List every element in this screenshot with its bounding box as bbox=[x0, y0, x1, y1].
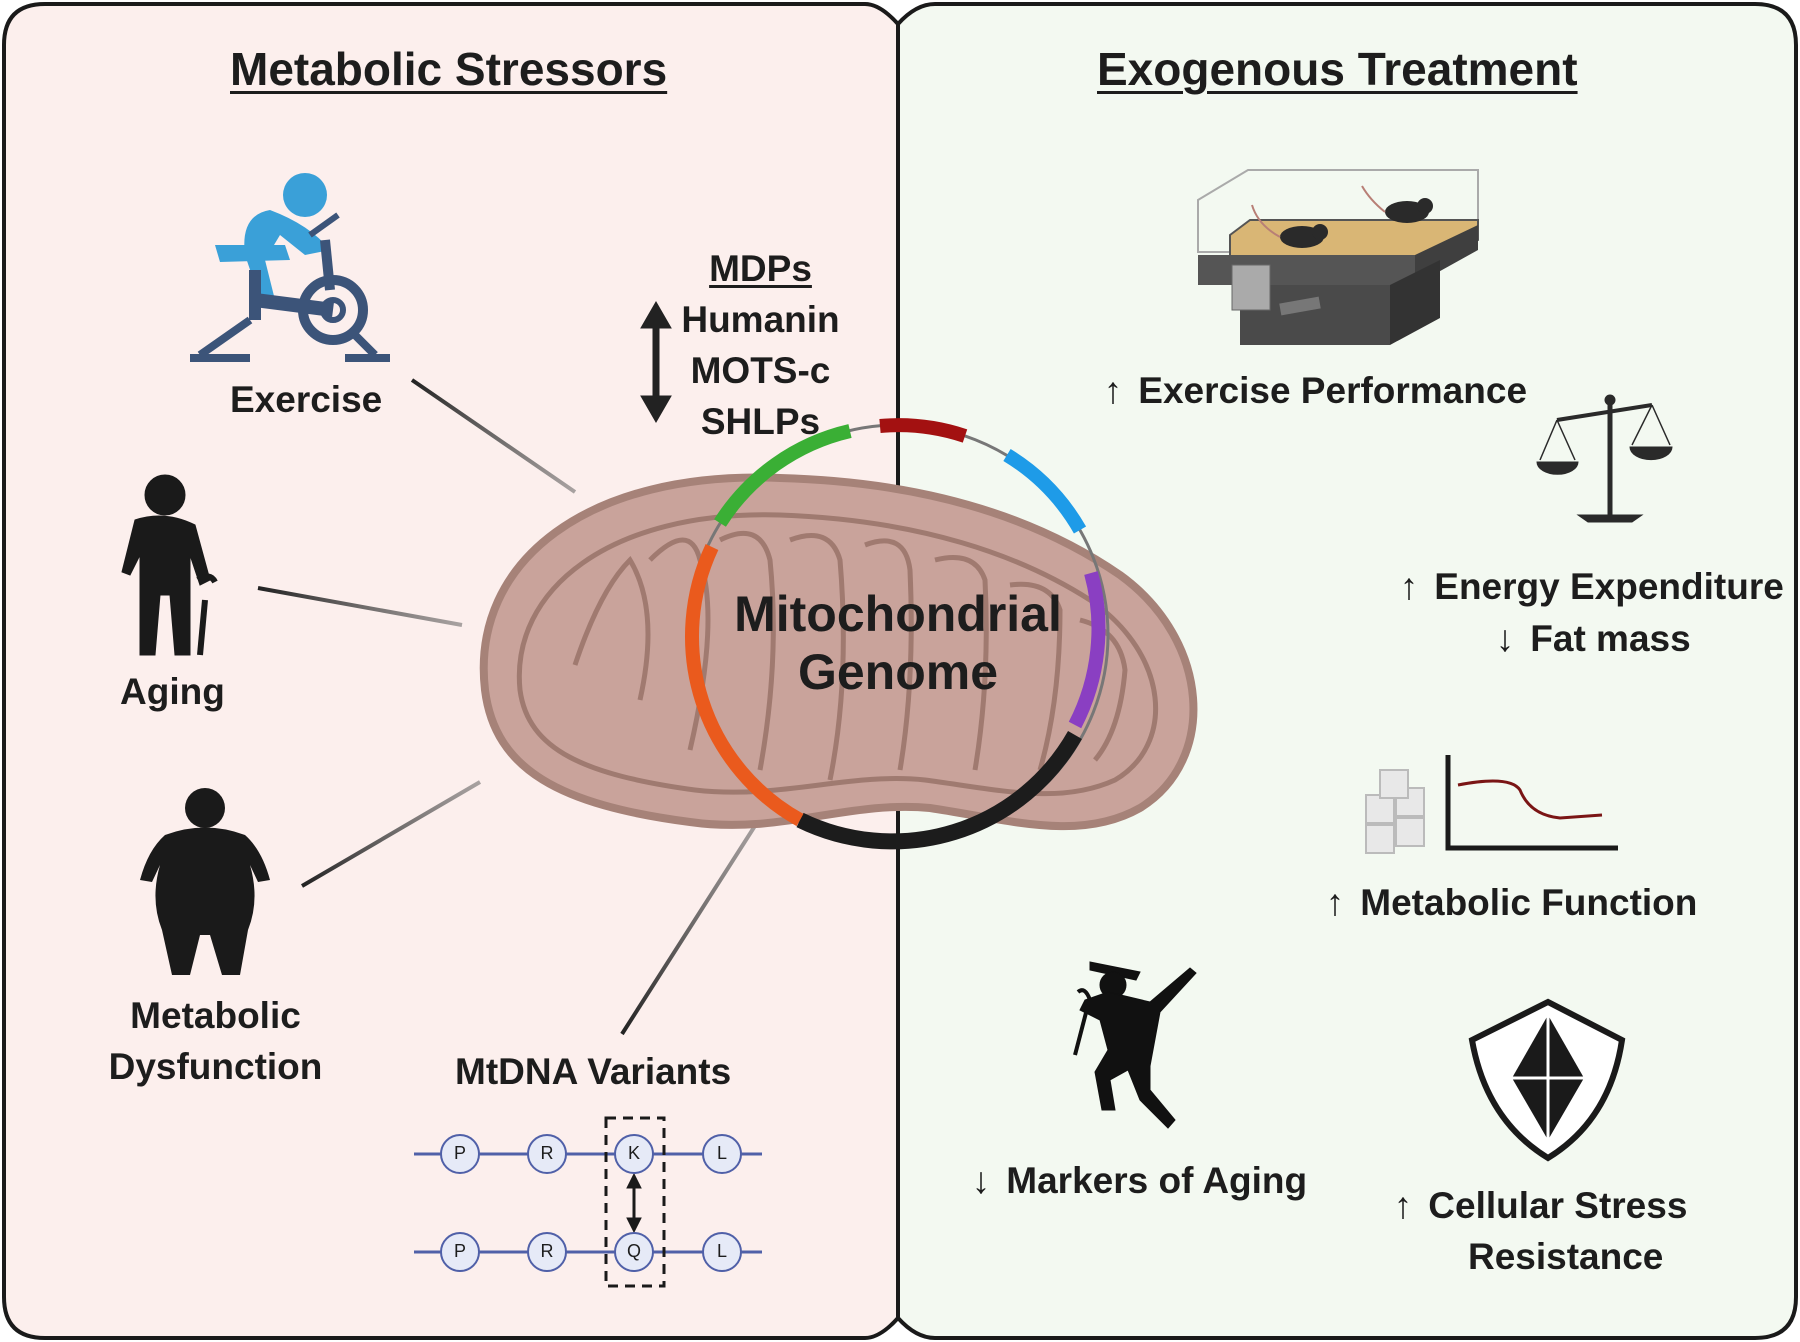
connector-metabolic bbox=[300, 780, 482, 888]
residue-letter: K bbox=[627, 1143, 640, 1163]
mtdna-variants-label: MtDNA Variants bbox=[455, 1051, 732, 1092]
sugar-cubes-icon bbox=[1365, 769, 1425, 854]
mdps-item-shlps: SHLPs bbox=[700, 401, 821, 442]
connector-exercise bbox=[410, 378, 577, 494]
mdps-item-mots-c: MOTS-c bbox=[690, 350, 831, 391]
fat-mass-label: ↓ Fat mass bbox=[1490, 620, 1691, 657]
gene-segment-red bbox=[879, 418, 968, 443]
residue-letter: L bbox=[716, 1241, 727, 1261]
genome-label-line2: Genome bbox=[797, 644, 999, 700]
mitochondrial-genome-ring bbox=[685, 418, 1110, 850]
residue-letter: P bbox=[453, 1241, 466, 1261]
mdps-heading: MDPs bbox=[709, 248, 812, 289]
residue-letter: L bbox=[716, 1143, 727, 1163]
aging-label: Aging bbox=[120, 671, 225, 712]
residue-letter: P bbox=[453, 1143, 466, 1163]
peptide-chains bbox=[414, 1116, 762, 1288]
exercise-label: Exercise bbox=[230, 379, 383, 420]
residue-letter: Q bbox=[626, 1241, 641, 1261]
mitochondrial-genome-label: Mitochondrial Genome bbox=[700, 585, 1096, 701]
energy-expenditure-label: ↑ Energy Expenditure bbox=[1394, 568, 1784, 605]
variant-highlight-box bbox=[604, 1116, 666, 1288]
metabolic-dysfunction-line1: Metabolic bbox=[130, 995, 301, 1036]
cellular-stress-label: ↑ Cellular Stress Resistance bbox=[1388, 1180, 1688, 1282]
up-arrow-icon: ↑ bbox=[1103, 370, 1123, 411]
metabolic-function-label: ↑ Metabolic Function bbox=[1320, 882, 1698, 923]
residue-circles-row1 bbox=[440, 1134, 742, 1174]
connector-aging bbox=[257, 586, 463, 627]
mdps-list: MDPs Humanin MOTS-c SHLPs bbox=[678, 243, 843, 447]
residue-circles-row2 bbox=[440, 1232, 742, 1272]
up-arrow-icon: ↑ bbox=[1399, 566, 1419, 607]
balance-scale-icon bbox=[1536, 394, 1673, 523]
mdps-item-humanin: Humanin bbox=[681, 299, 840, 340]
metabolic-dysfunction-label: Metabolic Dysfunction bbox=[108, 990, 323, 1092]
gene-segment-black bbox=[796, 731, 1082, 850]
variant-swap-arrow bbox=[626, 1172, 642, 1234]
gene-segment-green bbox=[714, 424, 852, 527]
right-panel-title: Exogenous Treatment bbox=[1097, 43, 1578, 95]
residue-letter: R bbox=[540, 1143, 554, 1163]
exercise-performance-text: Exercise Performance bbox=[1138, 370, 1528, 411]
glucose-curve-icon bbox=[1445, 755, 1618, 851]
metabolic-dysfunction-line2: Dysfunction bbox=[108, 1046, 323, 1087]
fat-mass-text: Fat mass bbox=[1530, 618, 1691, 659]
genome-label-line1: Mitochondrial bbox=[734, 586, 1062, 642]
dancing-figure-icon bbox=[1073, 961, 1197, 1129]
elderly-person-icon bbox=[121, 474, 218, 656]
shield-icon bbox=[1468, 998, 1626, 1162]
markers-of-aging-text: Markers of Aging bbox=[1006, 1160, 1308, 1201]
cellular-stress-line2: Resistance bbox=[1468, 1236, 1664, 1277]
up-arrow-icon: ↑ bbox=[1325, 882, 1345, 923]
exercise-performance-label: ↑ Exercise Performance bbox=[1098, 372, 1527, 409]
obese-person-icon bbox=[140, 788, 270, 975]
gene-segment-purple bbox=[1068, 571, 1106, 729]
down-arrow-icon: ↓ bbox=[971, 1160, 991, 1201]
mouse-treadmill-icon bbox=[1197, 169, 1479, 345]
connector-variants bbox=[620, 816, 762, 1036]
left-panel-title: Metabolic Stressors bbox=[230, 43, 668, 95]
metabolic-function-text: Metabolic Function bbox=[1360, 882, 1698, 923]
gene-segment-blue bbox=[1003, 449, 1087, 534]
exercise-bike-icon bbox=[190, 173, 390, 362]
energy-expenditure-text: Energy Expenditure bbox=[1434, 566, 1784, 607]
gene-segment-orange bbox=[685, 544, 804, 827]
cellular-stress-line1: Cellular Stress bbox=[1428, 1185, 1688, 1226]
down-arrow-icon: ↓ bbox=[1495, 618, 1515, 659]
up-arrow-icon: ↑ bbox=[1393, 1185, 1413, 1226]
markers-of-aging-label: ↓ Markers of Aging bbox=[966, 1162, 1307, 1199]
residue-letter: R bbox=[540, 1241, 554, 1261]
mdps-double-arrow bbox=[640, 300, 672, 424]
